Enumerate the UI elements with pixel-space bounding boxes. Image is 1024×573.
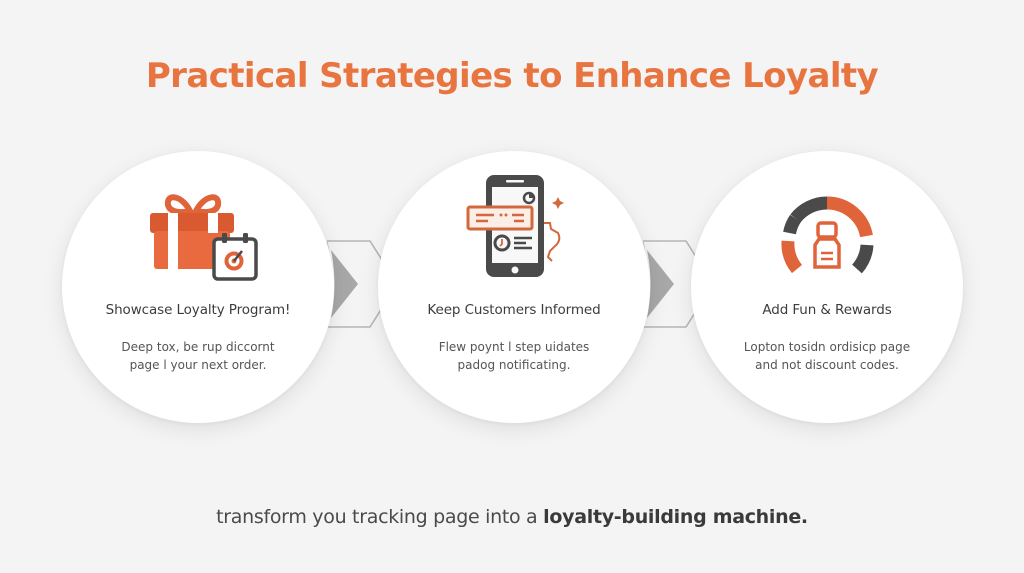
description-line: padog notificating. <box>457 358 571 372</box>
description-line: page l your next order. <box>129 358 267 372</box>
tagline: transform you tracking page into a loyal… <box>0 506 1024 528</box>
strategy-heading: Keep Customers Informed <box>427 302 601 318</box>
strategy-card-showcase: Showcase Loyalty Program! Deep tox, be r… <box>62 151 334 423</box>
smartphone-notification-icon <box>466 175 564 277</box>
strategy-card-rewards: Add Fun & Rewards Lopton tosidn ordisicp… <box>691 151 963 423</box>
tagline-regular: transform you tracking page into a <box>216 506 544 528</box>
page-title: Practical Strategies to Enhance Loyalty <box>145 56 879 96</box>
gauge-reward-icon <box>781 196 874 274</box>
strategy-card-informed: Keep Customers Informed Flew poynt l ste… <box>378 151 650 423</box>
strategy-description: Lopton tosidn ordisicp page and not disc… <box>711 338 943 374</box>
description-line: and not discount codes. <box>755 358 899 372</box>
tagline-bold: loyalty-building machine. <box>543 506 808 528</box>
strategy-description: Flew poynt l step uidates padog notifica… <box>398 338 630 374</box>
description-line: Lopton tosidn ordisicp page <box>743 340 911 354</box>
strategy-heading: Showcase Loyalty Program! <box>105 302 291 318</box>
description-line: Flew poynt l step uidates <box>438 340 590 354</box>
strategy-description: Deep tox, be rup diccornt page l your ne… <box>82 338 314 374</box>
gift-calendar-icon <box>150 194 258 281</box>
description-line: Deep tox, be rup diccornt <box>121 340 275 354</box>
strategy-heading: Add Fun & Rewards <box>762 302 892 318</box>
